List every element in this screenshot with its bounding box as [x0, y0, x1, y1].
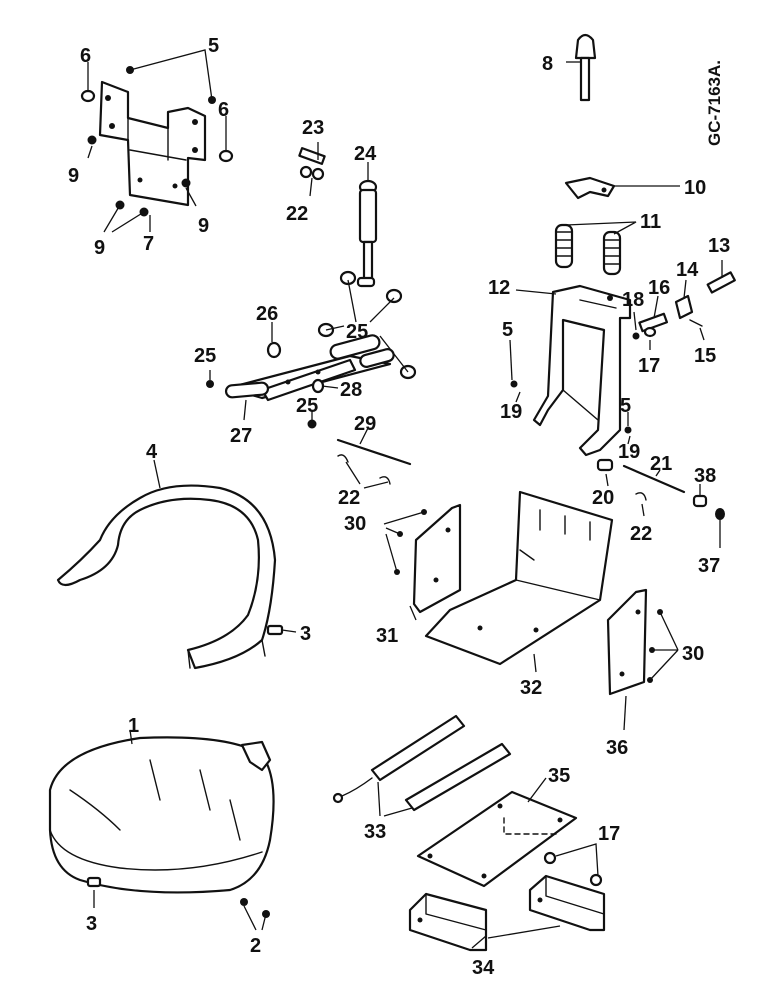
callout-21: 21	[650, 453, 672, 475]
callout-6-left: 6	[80, 45, 91, 67]
mounting-bracket-part-7	[98, 80, 207, 207]
callout-19-left: 19	[500, 401, 522, 423]
callout-5-left: 5	[502, 319, 513, 341]
callout-31: 31	[376, 625, 398, 647]
seat-pan-part-32	[424, 490, 614, 666]
callout-36: 36	[606, 737, 628, 759]
callout-26: 26	[256, 303, 278, 325]
callout-9-c: 9	[198, 215, 209, 237]
callout-3-upper: 3	[300, 623, 311, 645]
slide-rails-part-33	[332, 714, 512, 812]
callout-7: 7	[143, 233, 154, 255]
lower-frame-part-27	[224, 334, 395, 402]
callout-22-right: 22	[630, 523, 652, 545]
callout-3-lower: 3	[86, 913, 97, 935]
callout-22-top: 22	[286, 203, 308, 225]
callout-37: 37	[698, 555, 720, 577]
callout-38: 38	[694, 465, 716, 487]
pin-and-clips-part-22-23	[298, 147, 326, 181]
callout-9-a: 9	[68, 165, 79, 187]
rod-part-29	[336, 438, 412, 485]
callout-13: 13	[708, 235, 730, 257]
callout-25-top: 25	[346, 321, 368, 343]
callout-27: 27	[230, 425, 252, 447]
clip-part-10	[564, 176, 616, 200]
callout-16: 16	[648, 277, 670, 299]
drawing-reference-code: GC-7163A.	[705, 60, 724, 146]
brackets-part-34	[408, 874, 606, 952]
gas-strut-part-24	[356, 179, 378, 288]
springs-part-11	[554, 223, 622, 276]
backrest-part-4	[56, 484, 284, 670]
callout-2: 2	[250, 935, 261, 957]
callout-5-right: 5	[620, 395, 631, 417]
callout-12: 12	[488, 277, 510, 299]
callout-22-middle: 22	[338, 487, 360, 509]
callout-18: 18	[622, 289, 644, 311]
callout-35: 35	[548, 765, 570, 787]
callout-30-left: 30	[344, 513, 366, 535]
callout-labels: 1 2 3 3 4 5 5 5 5 6 6 7 8 9 9 9 10 11 12…	[68, 35, 730, 979]
callout-17-top: 17	[638, 355, 660, 377]
callout-34: 34	[472, 957, 495, 979]
callout-32: 32	[520, 677, 542, 699]
side-plate-part-31	[394, 503, 462, 614]
callout-6-right: 6	[218, 99, 229, 121]
callout-20: 20	[592, 487, 614, 509]
leader-lines	[87, 49, 723, 949]
callout-4: 4	[146, 441, 158, 463]
upright-frame-part-12	[532, 284, 632, 457]
callout-25-bottom: 25	[296, 395, 318, 417]
callout-11: 11	[640, 211, 661, 233]
knob-bolt-part-8	[574, 33, 597, 102]
callout-25-left: 25	[194, 345, 216, 367]
callout-8: 8	[542, 53, 553, 75]
callout-33: 33	[364, 821, 386, 843]
callout-17-bottom: 17	[598, 823, 620, 845]
callout-28: 28	[340, 379, 362, 401]
callout-5-top: 5	[208, 35, 219, 57]
pins-parts-13-to-18	[632, 271, 736, 340]
callout-23: 23	[302, 117, 324, 139]
callout-15: 15	[694, 345, 716, 367]
callout-19-right: 19	[618, 441, 640, 463]
callout-1: 1	[128, 715, 139, 737]
callout-24: 24	[354, 143, 377, 165]
small-hardware-right	[510, 380, 725, 520]
callout-10: 10	[684, 177, 706, 199]
base-plate-part-35	[416, 790, 603, 888]
seat-cushion-part-1	[48, 736, 275, 894]
callout-29: 29	[354, 413, 376, 435]
side-plate-part-36	[606, 588, 663, 696]
callout-30-right: 30	[682, 643, 704, 665]
callout-9-b: 9	[94, 237, 105, 259]
callout-14: 14	[676, 259, 699, 281]
